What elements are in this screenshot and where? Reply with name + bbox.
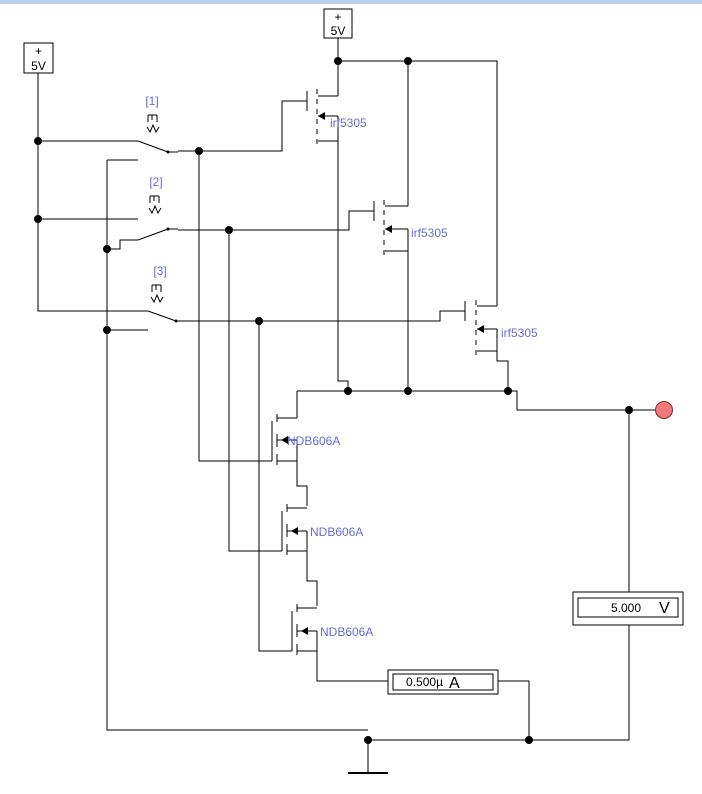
nmos-2-part: NDB606A xyxy=(310,525,363,539)
wire-nmos-stack xyxy=(296,391,388,682)
nmos-1[interactable]: NDB606A xyxy=(271,414,340,465)
voltmeter-unit: V xyxy=(659,600,670,617)
window-top-edge xyxy=(0,0,702,4)
pmos-2-part: irf5305 xyxy=(411,226,448,240)
wire-gate-1 xyxy=(178,100,307,462)
switch-2-key: [2] xyxy=(149,175,162,189)
source-5v-left[interactable]: + 5V xyxy=(23,42,54,74)
switch-3-key: [3] xyxy=(153,264,166,278)
nmos-1-part: NDB606A xyxy=(287,434,340,448)
pmos-1[interactable]: irf5305 xyxy=(306,89,367,144)
source-5v-top-plus: + xyxy=(334,10,341,24)
switch-1-key: [1] xyxy=(145,94,158,108)
wire-left-supply xyxy=(37,73,148,312)
switch-2[interactable]: [2] xyxy=(137,175,178,241)
wire-ground-return xyxy=(106,159,368,731)
wire-ammeter-return xyxy=(498,680,530,740)
ammeter-value: 0.500µ xyxy=(406,675,443,689)
wire-gate-2 xyxy=(178,210,374,552)
pmos-1-part: irf5305 xyxy=(330,116,367,130)
source-5v-left-plus: + xyxy=(35,44,42,58)
source-5v-top[interactable]: + 5V xyxy=(323,8,353,39)
pmos-3[interactable]: irf5305 xyxy=(464,300,538,355)
output-probe-icon[interactable] xyxy=(655,401,673,419)
wire-gate-3 xyxy=(186,310,465,652)
source-5v-top-label: 5V xyxy=(331,24,346,38)
ammeter-unit: A xyxy=(449,675,460,692)
nmos-3[interactable]: NDB606A xyxy=(291,604,373,655)
switch-3[interactable]: [3] xyxy=(147,264,186,323)
wire-top-rail xyxy=(337,38,498,306)
wire-output-node xyxy=(297,141,656,741)
pmos-3-part: irf5305 xyxy=(501,326,538,340)
source-5v-left-label: 5V xyxy=(31,59,46,73)
voltmeter[interactable]: 5.000 V xyxy=(572,591,684,626)
pmos-2[interactable]: irf5305 xyxy=(373,200,448,255)
voltmeter-value: 5.000 xyxy=(611,601,641,615)
junction-dots xyxy=(34,57,633,744)
ground-icon xyxy=(348,740,388,774)
switch-1[interactable]: [1] xyxy=(137,94,178,154)
ammeter[interactable]: 0.500µ A xyxy=(387,669,499,695)
nmos-2[interactable]: NDB606A xyxy=(281,504,363,555)
nmos-3-part: NDB606A xyxy=(320,625,373,639)
